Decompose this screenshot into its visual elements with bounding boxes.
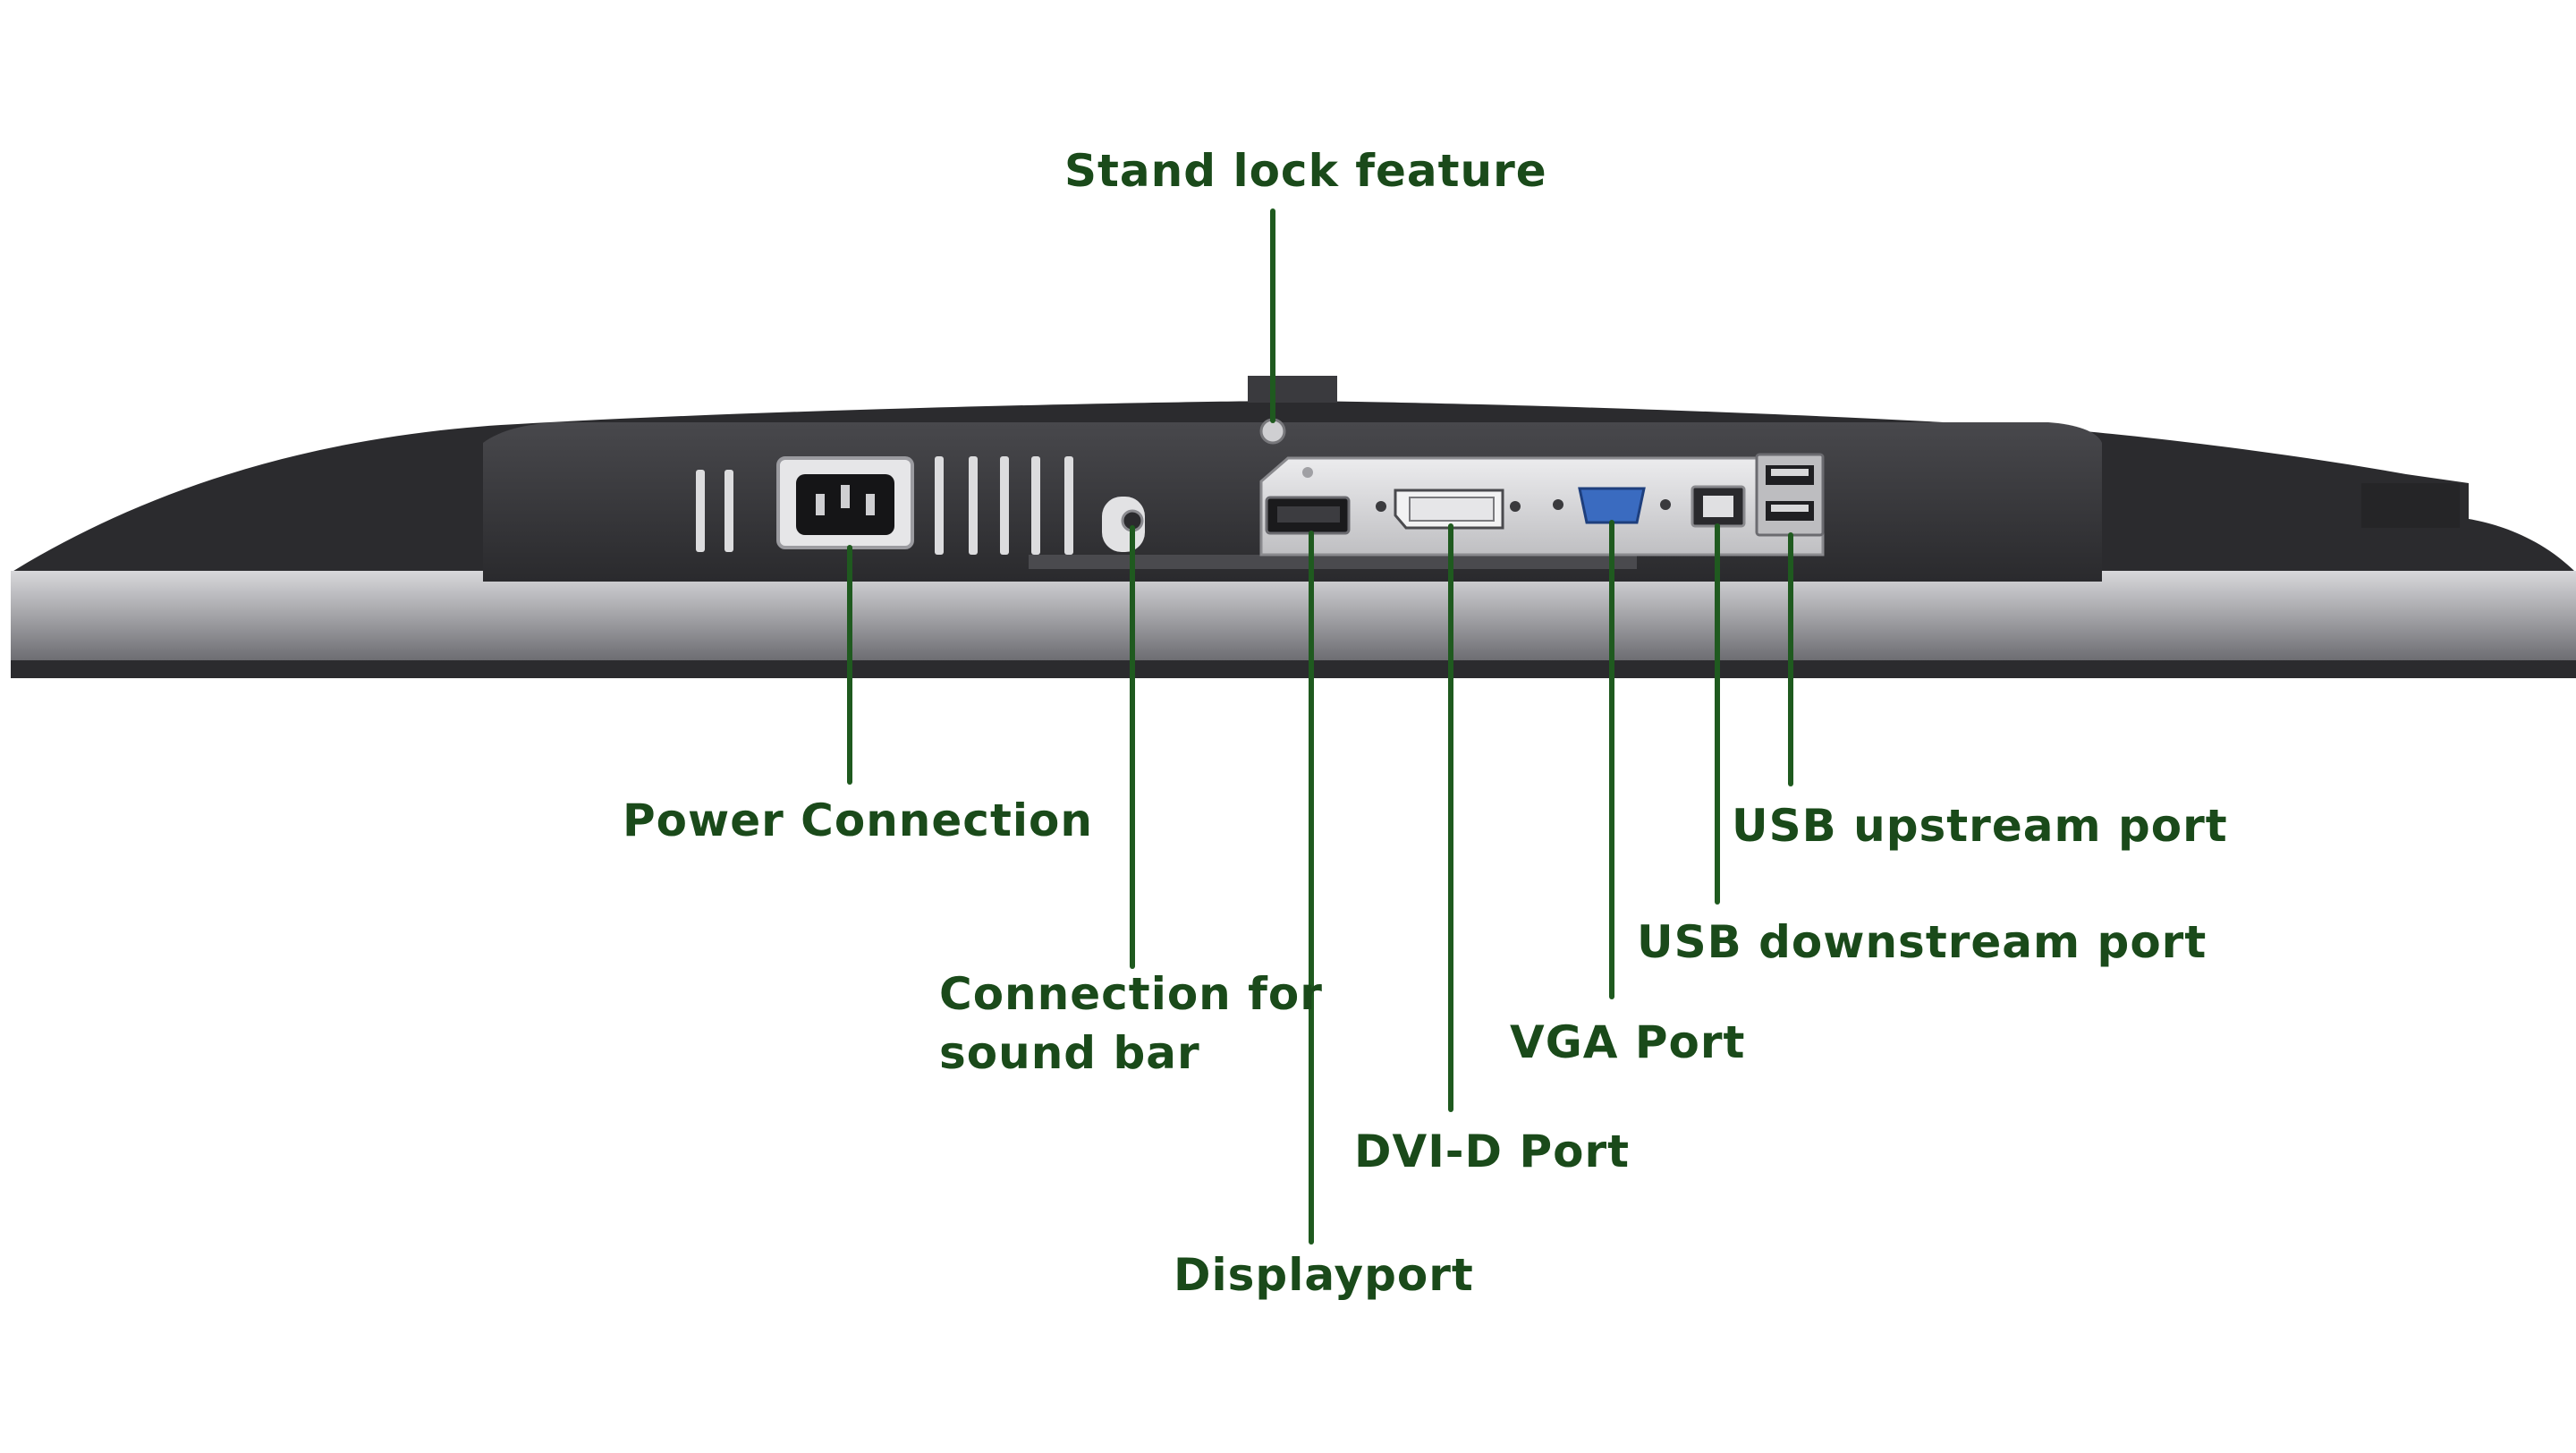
sound-bar-connector	[1102, 497, 1145, 552]
power-connector	[776, 456, 914, 549]
vent-slots-left	[696, 470, 733, 552]
label-power-connection: Power Connection	[623, 794, 1093, 846]
label-usb-downstream: USB downstream port	[1637, 916, 2207, 968]
stand-lock-notch	[1248, 376, 1337, 403]
label-usb-upstream: USB upstream port	[1732, 800, 2228, 852]
leader-lines	[847, 208, 1793, 1245]
usb-upstream-connector	[1755, 453, 1825, 537]
rear-bracket	[2361, 483, 2460, 528]
vga-connector	[1553, 487, 1671, 524]
monitor-frame-silver	[11, 571, 2576, 660]
displayport-connector	[1265, 496, 1351, 535]
vent-slots-right	[935, 456, 1073, 555]
port-panel	[1259, 453, 1825, 557]
label-displayport: Displayport	[1174, 1249, 1474, 1301]
label-sound-bar-line2: sound bar	[939, 1027, 1200, 1079]
usb-downstream-connector	[1690, 485, 1746, 528]
label-sound-bar-line1: Connection for	[939, 968, 1323, 1020]
label-stand-lock: Stand lock feature	[1064, 145, 1547, 197]
bottom-rail	[1029, 555, 1637, 569]
label-dvi-port: DVI-D Port	[1354, 1126, 1631, 1177]
label-vga-port: VGA Port	[1510, 1016, 1746, 1068]
dvi-connector	[1376, 489, 1521, 530]
